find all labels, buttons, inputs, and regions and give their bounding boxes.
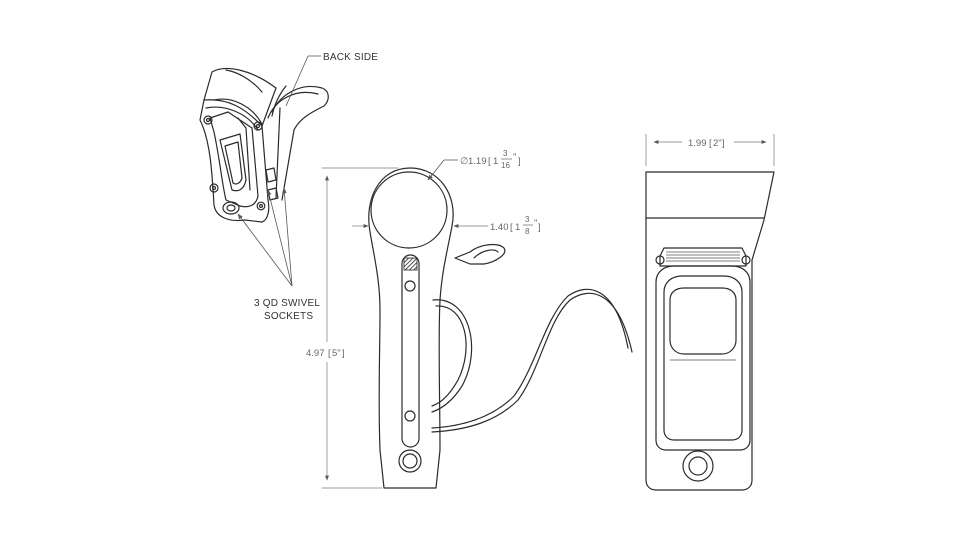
leader-lines (237, 55, 321, 287)
isometric-view (199, 67, 329, 223)
diameter-bracket-open: [ (488, 156, 491, 167)
height-dimension (322, 167, 398, 489)
diameter-bracket-close: ] (518, 156, 521, 167)
depth-unit: " (534, 218, 537, 229)
diameter-unit: " (513, 152, 516, 163)
depth-bracket-open: [ (510, 222, 513, 233)
height-dim-bracket-close: ] (342, 348, 345, 359)
height-dim-value: 4.97 (306, 348, 325, 359)
qd-sockets-label-line1: 3 QD SWIVEL (254, 298, 320, 309)
depth-value: 1.40 (490, 222, 509, 233)
width-dim-value: 1.99 (688, 138, 707, 149)
side-view (368, 167, 633, 489)
depth-den: 8 (525, 227, 530, 236)
width-dim-bracket-open: [ (709, 138, 712, 149)
diameter-value: 1.19 (468, 156, 487, 167)
depth-num: 3 (525, 215, 530, 224)
front-view (645, 171, 775, 491)
qd-sockets-label-line2: SOCKETS (264, 311, 313, 322)
height-dim-alt: 5" (332, 348, 341, 359)
diameter-symbol: ∅ (460, 156, 468, 167)
width-dimension (645, 134, 775, 166)
width-dim-bracket-close: ] (722, 138, 725, 149)
depth-whole: 1 (515, 222, 520, 233)
back-side-label: BACK SIDE (323, 52, 378, 63)
width-dim-alt: 2" (713, 138, 722, 149)
height-dim-bracket-open: [ (328, 348, 331, 359)
depth-bracket-close: ] (538, 222, 541, 233)
diameter-dimension (427, 159, 458, 181)
diameter-whole: 1 (493, 156, 498, 167)
diameter-den: 16 (501, 161, 510, 170)
diameter-num: 3 (503, 149, 508, 158)
